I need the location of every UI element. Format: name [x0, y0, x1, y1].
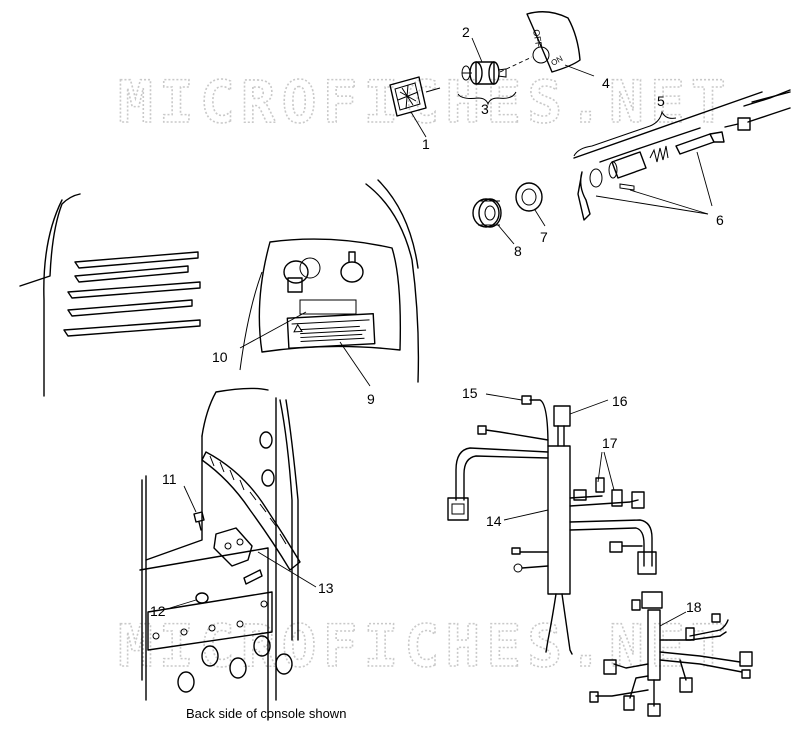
caption: Back side of console shown — [186, 706, 346, 721]
on-label: ON — [550, 54, 565, 68]
callout-12: 12 — [150, 603, 166, 619]
callout-4: 4 — [602, 75, 610, 91]
watermark-top: MICROFICHES.NET — [118, 68, 732, 136]
console-back — [139, 387, 317, 721]
callout-15: 15 — [462, 385, 478, 401]
callout-1: 1 — [422, 136, 430, 152]
callout-10: 10 — [212, 349, 228, 365]
callout-3: 3 — [481, 101, 489, 117]
key-switch-part — [461, 56, 533, 85]
watermark-bottom: MICROFICHES.NET — [118, 612, 732, 680]
callout-14: 14 — [486, 513, 502, 529]
washer-part — [515, 182, 543, 212]
callout-2: 2 — [462, 24, 470, 40]
callout-5: 5 — [657, 93, 665, 109]
callout-6: 6 — [716, 212, 724, 228]
callout-9: 9 — [367, 391, 375, 407]
callout-16: 16 — [612, 393, 628, 409]
callout-17: 17 — [602, 435, 618, 451]
callout-7: 7 — [540, 229, 548, 245]
hood-vents — [19, 193, 201, 397]
nut-part — [472, 198, 502, 228]
callout-18: 18 — [686, 599, 702, 615]
bezel-part — [389, 76, 441, 117]
console — [239, 179, 420, 387]
switch-plate-part: OFF ON — [526, 11, 581, 73]
throttle-assembly — [573, 89, 791, 221]
main-harness — [447, 393, 657, 655]
sub-harness — [589, 591, 753, 717]
callout-13: 13 — [318, 580, 334, 596]
callout-8: 8 — [514, 243, 522, 259]
off-label: OFF — [531, 29, 544, 49]
callout-11: 11 — [162, 471, 177, 487]
